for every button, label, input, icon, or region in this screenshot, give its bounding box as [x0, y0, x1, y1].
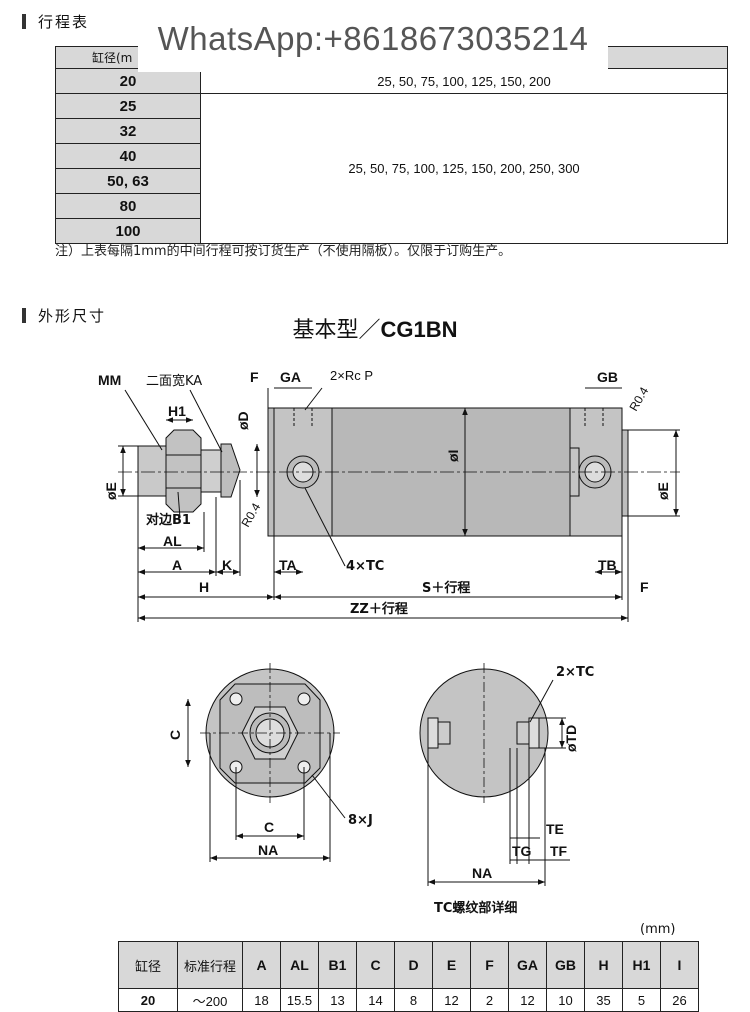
label-f: F	[250, 369, 259, 385]
table-row: 40	[55, 143, 728, 169]
cell: 35	[584, 988, 623, 1012]
bore-cell: 25	[55, 93, 201, 119]
unit-label: (mm)	[640, 922, 676, 937]
col-header: E	[432, 941, 471, 989]
label-e-left: øE	[103, 482, 119, 500]
label-c: C	[264, 819, 274, 835]
label-gb: GB	[597, 369, 618, 385]
label-f-right: F	[640, 579, 649, 595]
bore-cell: 100	[55, 218, 201, 244]
cell: 15.5	[280, 988, 319, 1012]
bore-cell: 80	[55, 193, 201, 219]
label-k: K	[222, 557, 232, 573]
section-marker	[22, 308, 26, 323]
col-header: C	[356, 941, 395, 989]
section-header-stroke: 行程表	[22, 11, 89, 32]
label-zz: ZZ＋行程	[350, 601, 408, 617]
cell: 12	[508, 988, 547, 1012]
table-row: 25 25, 50, 75, 100, 125, 150, 200, 250, …	[55, 93, 728, 244]
label-i: øI	[445, 450, 461, 462]
label-tf: TF	[550, 843, 568, 859]
label-tc4: 4×TC	[346, 559, 384, 574]
watermark: WhatsApp:+8618673035214	[138, 6, 608, 72]
label-na: NA	[258, 842, 278, 858]
table-row: 100	[55, 218, 728, 244]
bore-cell: 40	[55, 143, 201, 169]
label-s: S＋行程	[422, 580, 470, 596]
label-a: A	[172, 557, 182, 573]
bore-cell: 32	[55, 118, 201, 144]
cell: ～200	[177, 988, 243, 1012]
rod-collar	[220, 443, 241, 498]
piston-rod	[200, 449, 222, 493]
section-title: 外形尺寸	[38, 307, 107, 325]
cell: 2	[470, 988, 509, 1012]
col-header: 标准行程	[177, 941, 243, 989]
bore-cell: 20	[55, 68, 201, 94]
label-na-detail: NA	[472, 865, 492, 881]
cell: 20	[118, 988, 178, 1012]
label-al: AL	[163, 533, 182, 549]
section-title: 行程表	[38, 13, 90, 31]
cell: 13	[318, 988, 357, 1012]
label-b1: 对边B1	[146, 512, 191, 528]
label-tc2: 2×TC	[556, 665, 594, 680]
rod-thread	[137, 445, 167, 497]
stroke-note: 注）上表每隔1mm的中间行程可按订货生产（不使用隔板）。仅限于订购生产。	[55, 244, 512, 259]
label-tg: TG	[512, 843, 532, 859]
label-p: 2×Rc P	[330, 368, 373, 383]
hex-nut	[165, 429, 202, 513]
col-header: AL	[280, 941, 319, 989]
col-header: B1	[318, 941, 357, 989]
cell: 18	[242, 988, 281, 1012]
detail-caption: TC螺纹部详细	[434, 900, 517, 916]
col-header: GB	[546, 941, 585, 989]
col-header: GA	[508, 941, 547, 989]
label-r04-right: R0.4	[626, 384, 651, 413]
label-ta: TA	[279, 557, 297, 573]
stroke-values-25-100: 25, 50, 75, 100, 125, 150, 200, 250, 300	[200, 93, 728, 244]
label-d: øD	[235, 411, 251, 430]
label-e-right: øE	[655, 482, 671, 500]
cell: 14	[356, 988, 395, 1012]
label-ga: GA	[280, 369, 301, 385]
cell: 10	[546, 988, 585, 1012]
col-header: 缸径	[118, 941, 178, 989]
cell: 26	[660, 988, 699, 1012]
col-header: I	[660, 941, 699, 989]
table-row: 20 ～200 18 15.5 13 14 8 12 2 12 10 35 5 …	[118, 988, 699, 1012]
label-te: TE	[546, 821, 564, 837]
col-header: D	[394, 941, 433, 989]
rear-flange	[621, 429, 629, 517]
label-h: H	[199, 579, 209, 595]
col-header: F	[470, 941, 509, 989]
label-r04-left: R0.4	[238, 500, 263, 529]
label-ka: 二面宽KA	[146, 373, 202, 389]
label-td: øTD	[563, 725, 579, 752]
label-tb: TB	[598, 557, 617, 573]
label-mm: MM	[98, 372, 121, 388]
table-row: 80	[55, 193, 728, 219]
label-j: 8×J	[348, 813, 373, 828]
col-header: H1	[622, 941, 661, 989]
model-title: 基本型／CG1BN	[0, 312, 750, 344]
cell: 5	[622, 988, 661, 1012]
cell: 12	[432, 988, 471, 1012]
table-row: 32	[55, 118, 728, 144]
model-code: CG1BN	[380, 317, 458, 342]
dimension-table: 缸径 标准行程 A AL B1 C D E F GA GB H H1 I 20 …	[118, 941, 699, 1012]
section-marker	[22, 14, 26, 29]
cell: 8	[394, 988, 433, 1012]
label-h1: H1	[168, 403, 186, 419]
label-c-vertical: C	[167, 730, 183, 740]
col-header: H	[584, 941, 623, 989]
model-type: 基本型／	[292, 318, 381, 343]
section-header-outline: 外形尺寸	[22, 305, 106, 326]
col-header: A	[242, 941, 281, 989]
